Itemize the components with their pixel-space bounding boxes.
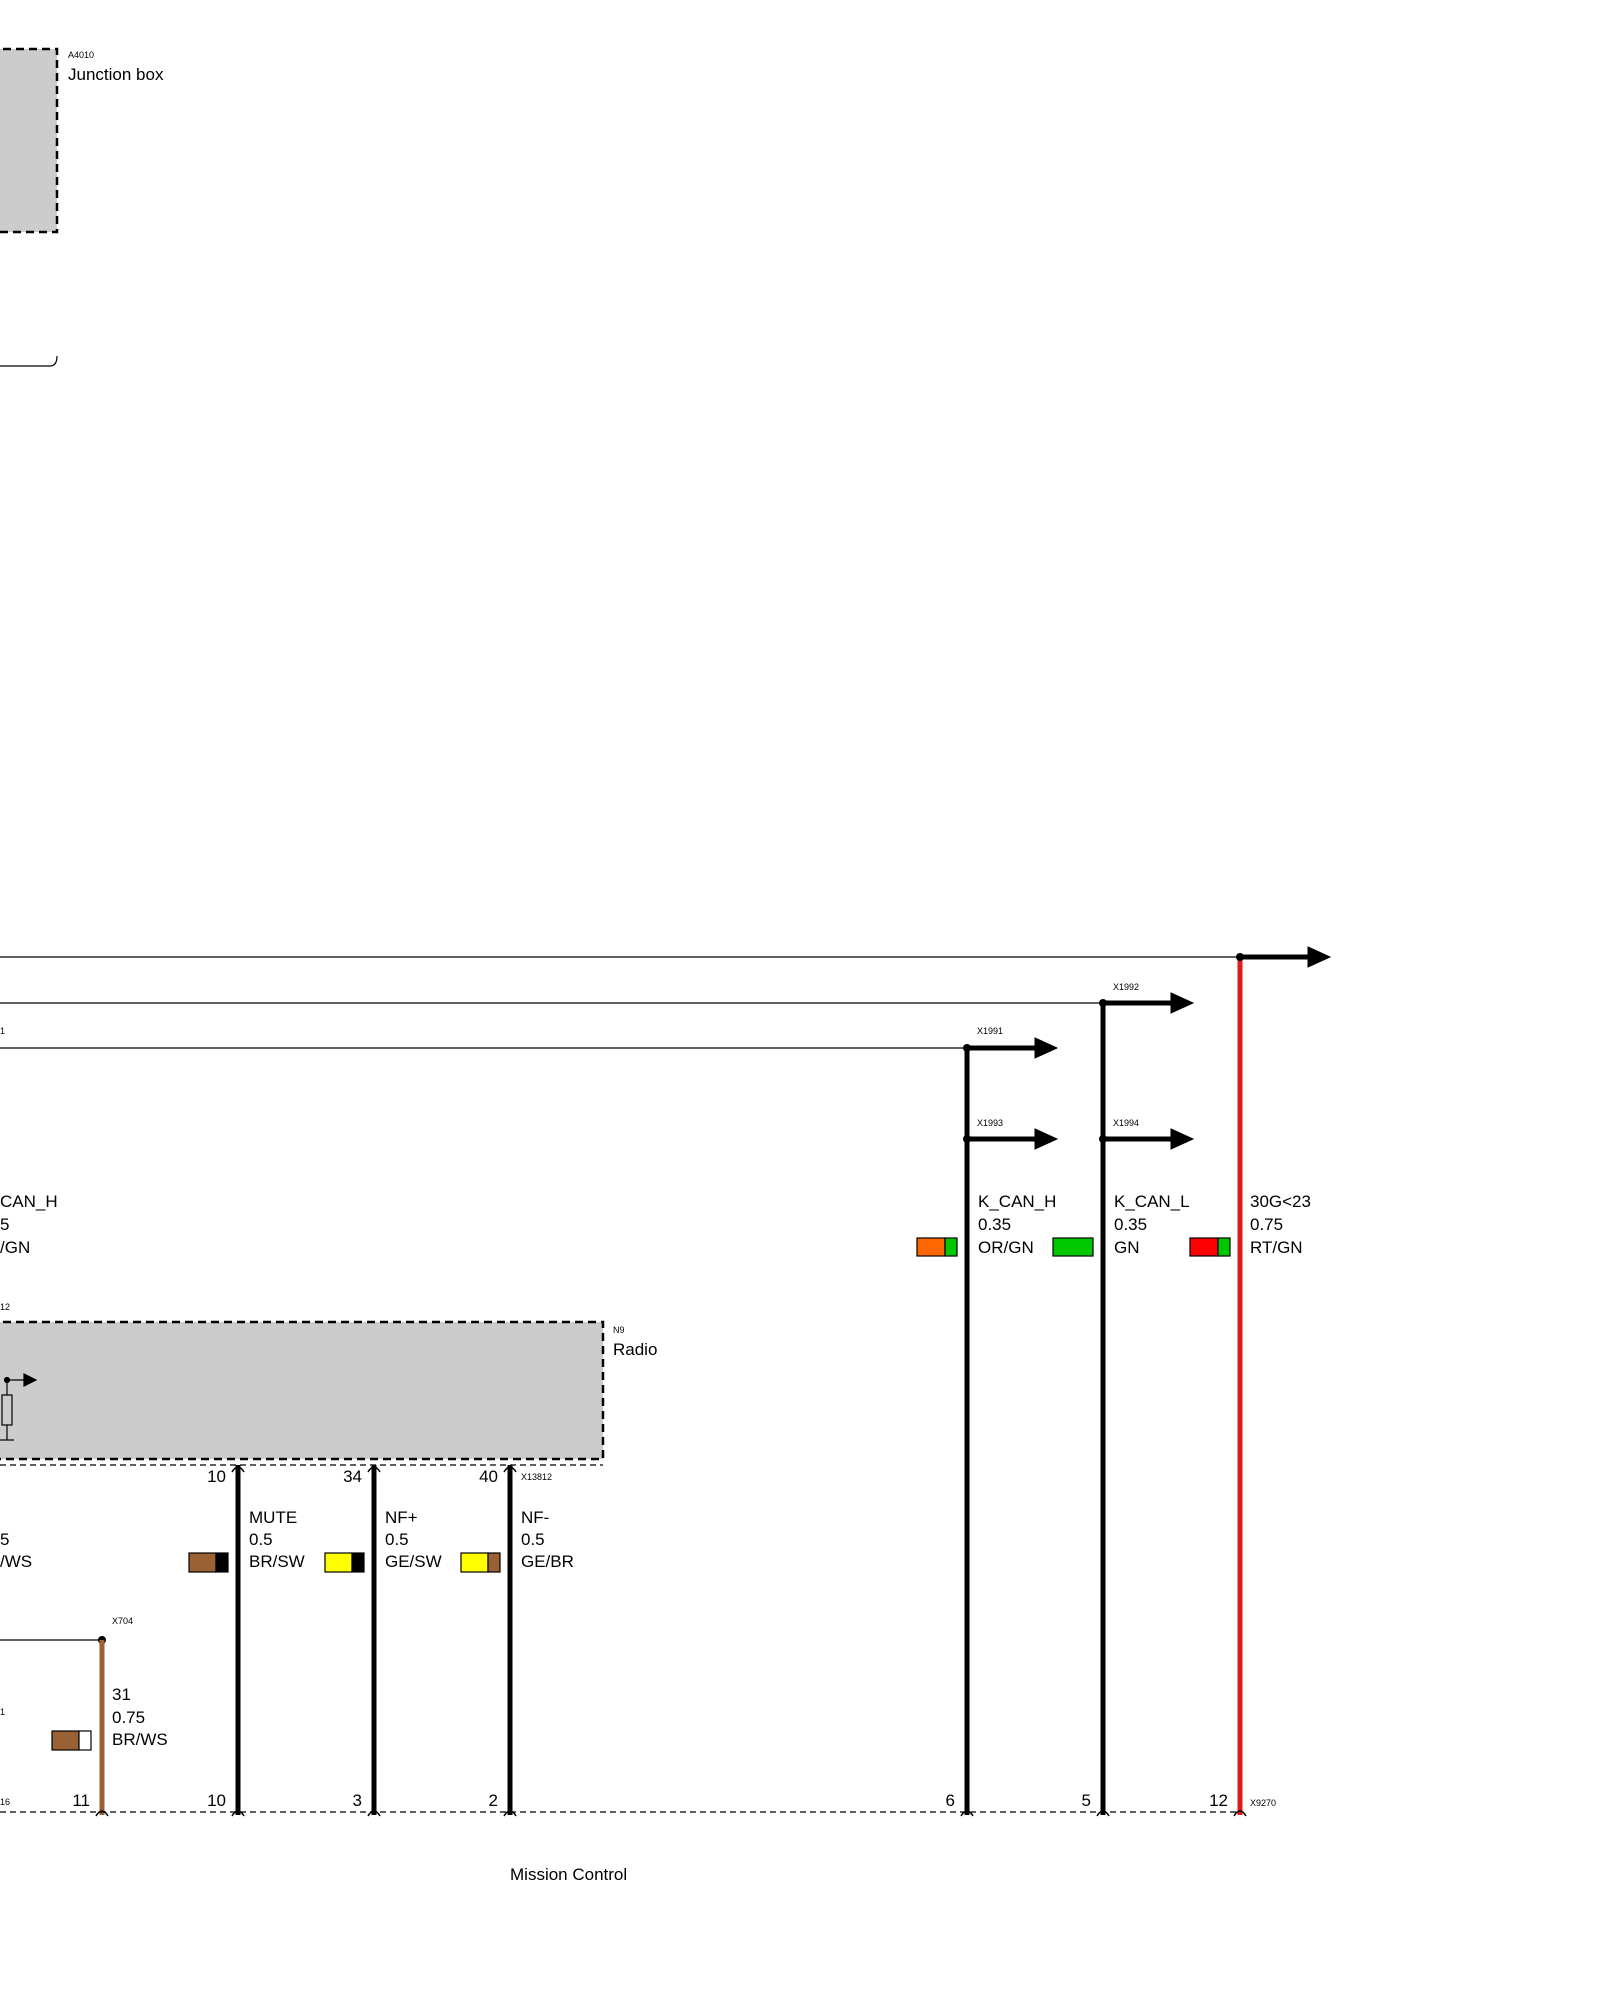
wire-label-name: K_CAN_L: [1114, 1192, 1190, 1211]
arrows: [967, 946, 1332, 1150]
wire-label-color: OR/GN: [978, 1238, 1034, 1257]
partial-label-b: 1: [0, 1707, 5, 1717]
wire-label-name: NF-: [521, 1508, 549, 1527]
junction-box-bracket: [0, 355, 58, 367]
partial-wire-name: CAN_H: [0, 1192, 58, 1211]
wire-label-name: K_CAN_H: [978, 1192, 1056, 1211]
color-swatch: [51, 1730, 80, 1751]
partial-wire-color: /WS: [0, 1552, 32, 1571]
wire-label-size: 0.75: [1250, 1215, 1283, 1234]
pin-number: 10: [207, 1467, 226, 1486]
color-swatch: [1052, 1237, 1094, 1257]
color-swatch: [215, 1552, 229, 1573]
connector-x1994: X1994: [1113, 1118, 1139, 1128]
wire-label-color: GE/SW: [385, 1552, 442, 1571]
partial-label-c: 16: [0, 1797, 10, 1807]
color-swatch: [916, 1237, 946, 1257]
connector-x704: X704: [112, 1616, 133, 1626]
connector-x1992: X1992: [1113, 982, 1139, 992]
color-swatch: [1189, 1237, 1219, 1257]
pin-number: 2: [489, 1791, 498, 1810]
pin-number: 12: [1209, 1791, 1228, 1810]
radio-name: Radio: [613, 1340, 657, 1359]
arrow-right-icon: [1034, 1128, 1059, 1150]
partial-label-a: 1: [0, 1026, 5, 1036]
arrow-right-icon: [1307, 946, 1332, 968]
wire-label-size: 0.75: [112, 1708, 145, 1727]
color-swatch: [351, 1552, 365, 1573]
wire-label-color: RT/GN: [1250, 1238, 1303, 1257]
partial-wire-size: 5: [0, 1530, 9, 1549]
arrow-right-icon: [1170, 1128, 1195, 1150]
wire-label-color: GN: [1114, 1238, 1140, 1257]
wire-label-size: 0.5: [521, 1530, 545, 1549]
color-swatch: [944, 1237, 958, 1257]
mission-control-connector: X9270: [1250, 1798, 1276, 1808]
wire-label-color: BR/WS: [112, 1730, 168, 1749]
junction-box[interactable]: [0, 47, 59, 234]
color-swatches-right: [916, 1237, 1231, 1257]
wire-label-size: 0.5: [385, 1530, 409, 1549]
resistor-icon: [0, 1373, 38, 1441]
pin-number: 10: [207, 1791, 226, 1810]
pin-number: 11: [72, 1791, 90, 1810]
junction-dots: [98, 953, 1244, 1644]
color-swatch: [460, 1552, 489, 1573]
pin-number: 5: [1082, 1791, 1091, 1810]
color-swatches-middle: [188, 1552, 501, 1573]
pin-number: 3: [353, 1791, 362, 1810]
arrow-right-icon: [1034, 1037, 1059, 1059]
connector-x1993: X1993: [977, 1118, 1003, 1128]
pin-number: 34: [343, 1467, 362, 1486]
color-swatch: [1217, 1237, 1231, 1257]
connector-x1991: X1991: [977, 1026, 1003, 1036]
pin-number: 40: [479, 1467, 498, 1486]
radio-module[interactable]: [0, 1320, 605, 1461]
pin-number: 6: [946, 1791, 955, 1810]
wire-label-name: 31: [112, 1685, 131, 1704]
pin-terminals-bottom: [95, 1810, 1247, 1817]
wire-label-color: BR/SW: [249, 1552, 305, 1571]
color-swatch: [324, 1552, 353, 1573]
wire-label-size: 0.5: [249, 1530, 273, 1549]
color-swatches-ground: [51, 1730, 92, 1751]
arrow-right-icon: [1170, 992, 1195, 1014]
pin-terminals: [231, 1466, 517, 1473]
junction-box-name: Junction box: [68, 65, 164, 84]
wire-label-name: 30G<23: [1250, 1192, 1311, 1211]
wire-label-color: GE/BR: [521, 1552, 574, 1571]
radio-connector: X13812: [521, 1472, 552, 1482]
color-swatch: [188, 1552, 217, 1573]
partial-wire-color: /GN: [0, 1238, 30, 1257]
wire-label-size: 0.35: [1114, 1215, 1147, 1234]
partial-connector: 12: [0, 1302, 10, 1312]
color-swatch: [487, 1552, 501, 1573]
color-swatch: [78, 1730, 92, 1751]
wire-label-name: NF+: [385, 1508, 418, 1527]
mission-control-name: Mission Control: [510, 1865, 627, 1884]
wire-label-name: MUTE: [249, 1508, 297, 1527]
partial-wire-size: 5: [0, 1215, 9, 1234]
junction-box-code: A4010: [68, 50, 94, 60]
radio-code: N9: [613, 1325, 625, 1335]
wire-label-size: 0.35: [978, 1215, 1011, 1234]
